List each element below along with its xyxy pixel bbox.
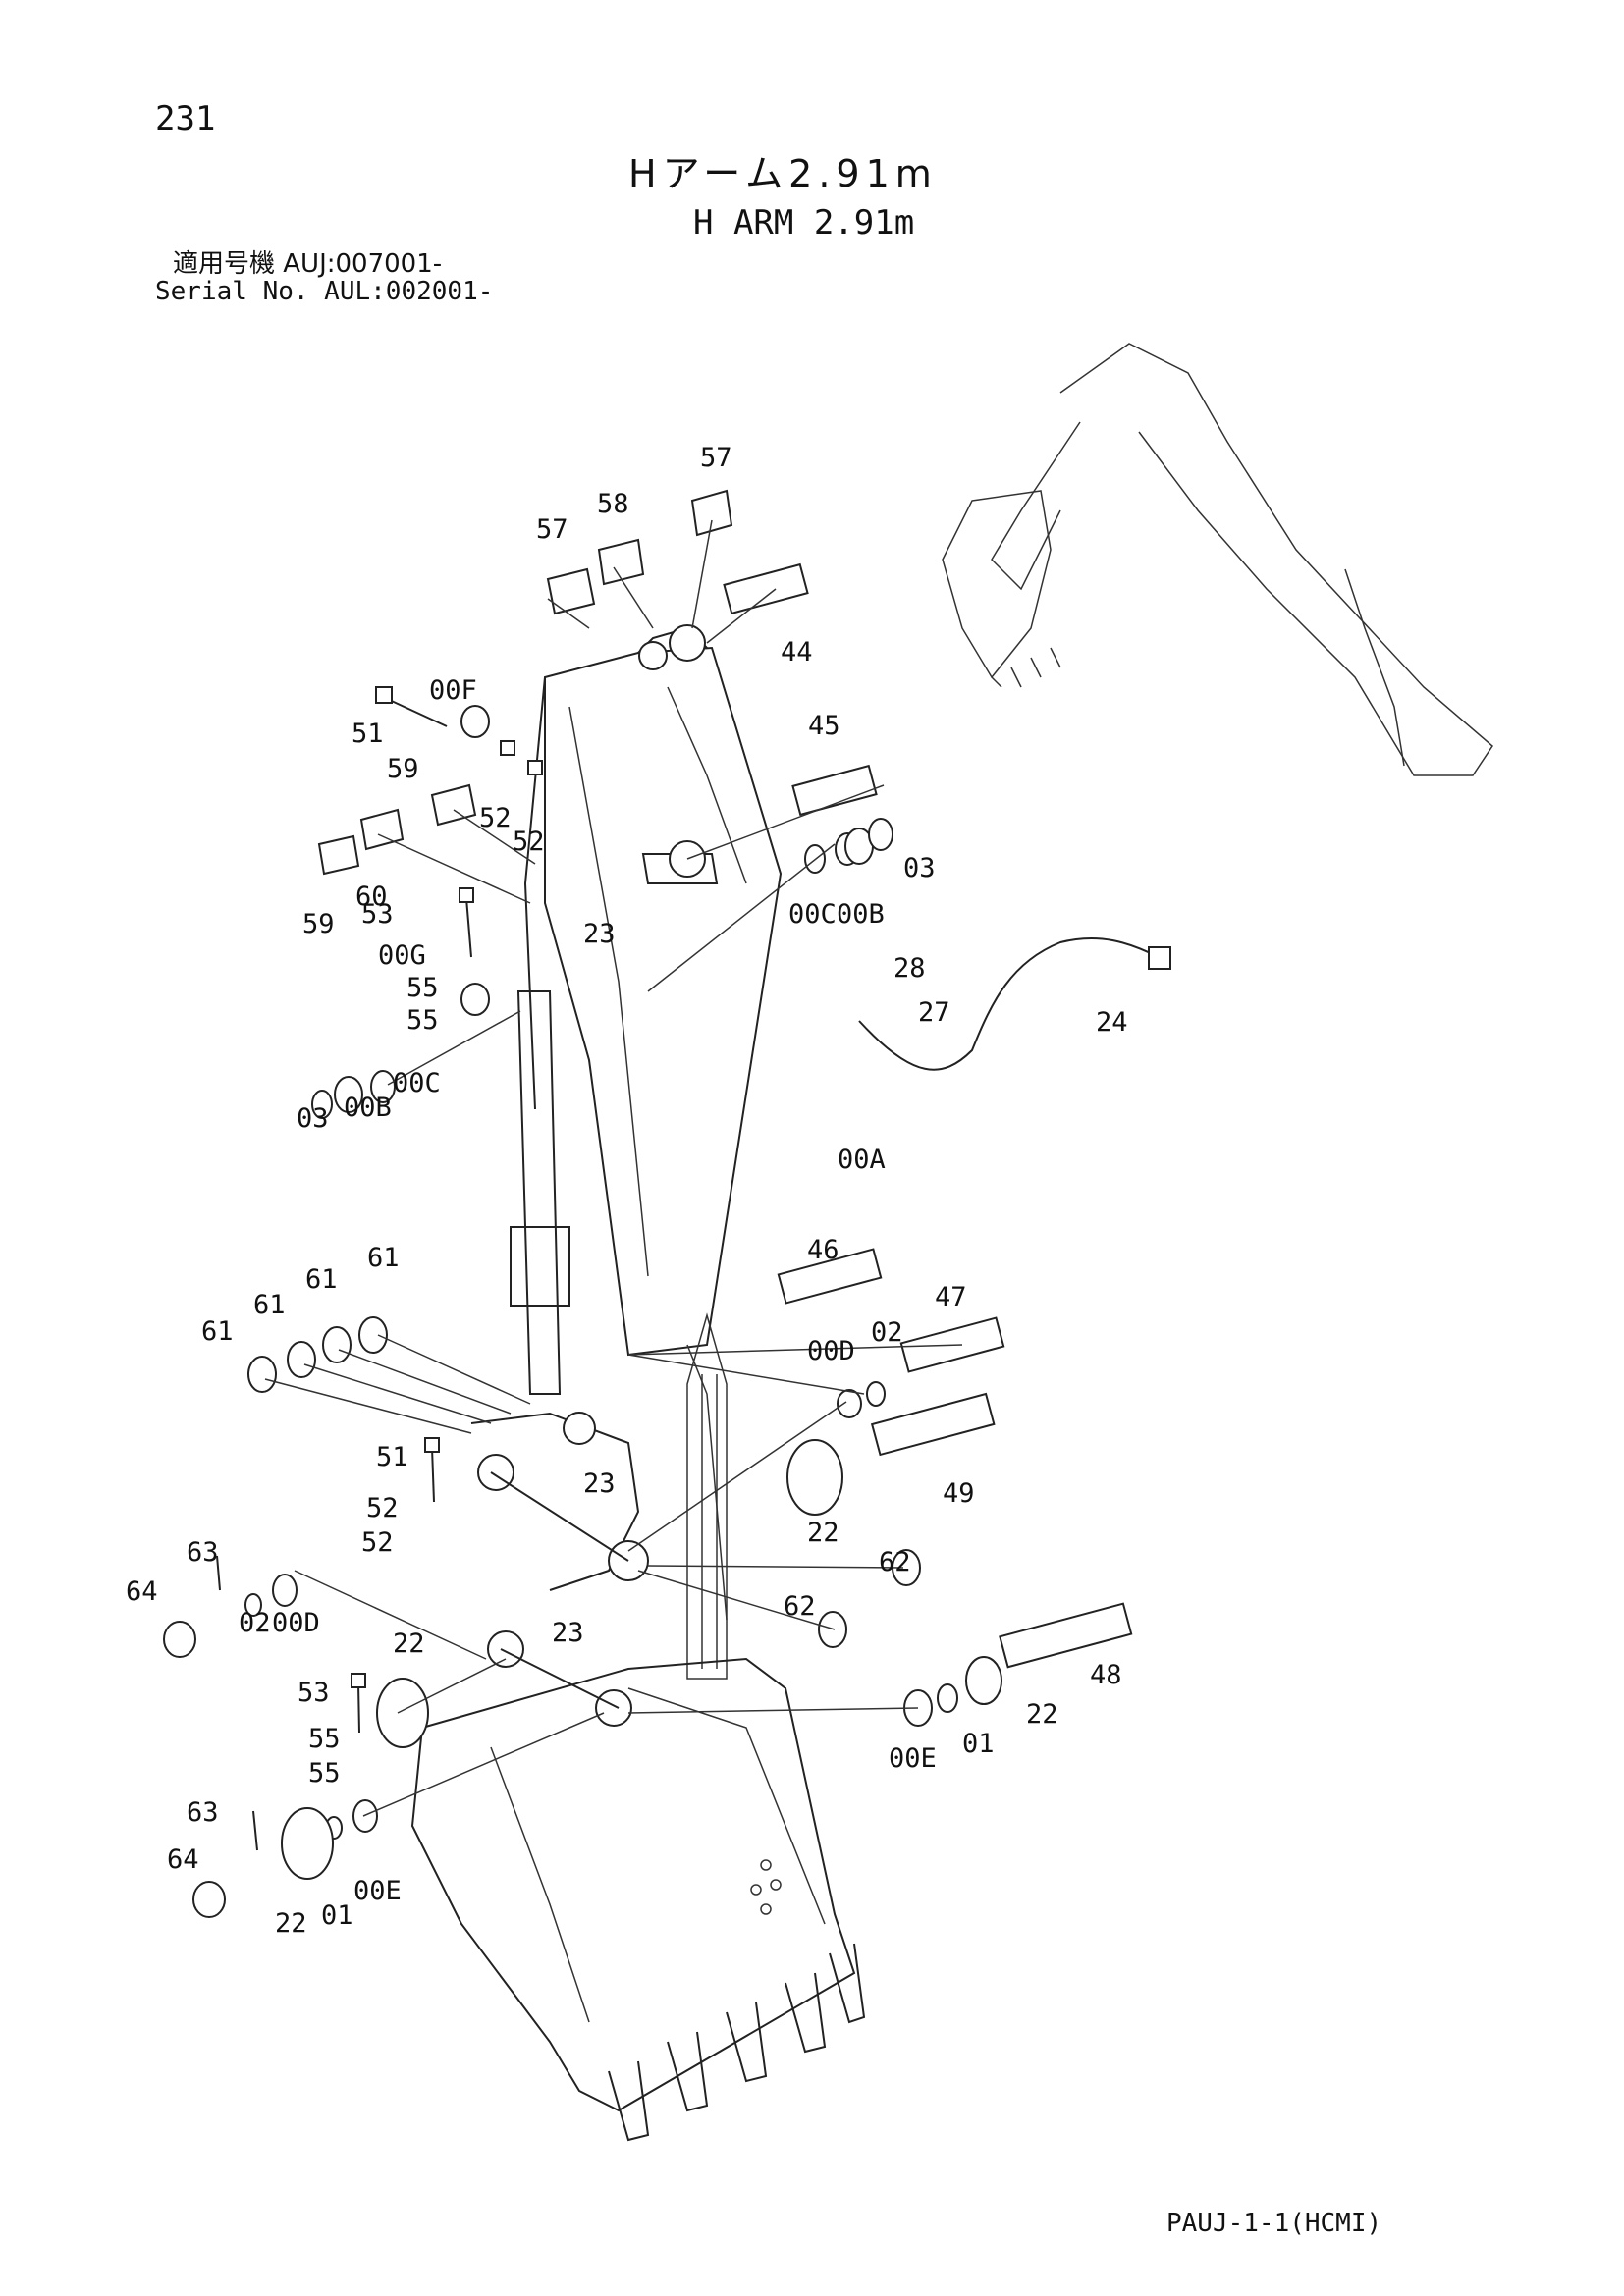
serial-range-japanese: 適用号機 AUJ:007001- — [173, 249, 443, 279]
callout-59: 59 — [302, 909, 335, 939]
callout-63: 63 — [187, 1797, 219, 1828]
callout-52: 52 — [513, 827, 545, 857]
callout-55: 55 — [406, 1005, 439, 1036]
callout-57: 57 — [700, 443, 732, 473]
inset-boom-drawing — [942, 343, 1493, 776]
footer-code: PAUJ-1-1(HCMI) — [1166, 2209, 1382, 2238]
callout-00C: 00C — [393, 1068, 441, 1098]
callout-labels: 57 58 57 44 00F 51 52 52 59 59 60 45 00C… — [126, 443, 1128, 1939]
hydraulic-hose — [858, 936, 1171, 1071]
pins — [723, 562, 1133, 1669]
callout-44: 44 — [781, 637, 813, 667]
title-english: H ARM 2.91m — [693, 203, 915, 242]
callout-62: 62 — [784, 1591, 816, 1622]
callout-03: 03 — [903, 853, 936, 883]
callout-23: 23 — [583, 1468, 616, 1499]
callout-46: 46 — [807, 1235, 839, 1265]
callout-01: 01 — [321, 1900, 353, 1931]
callout-62: 62 — [879, 1547, 911, 1577]
callout-22: 22 — [807, 1518, 839, 1548]
page-number: 231 — [155, 99, 216, 138]
rings-and-seals — [163, 705, 1002, 1918]
callout-23: 23 — [583, 919, 616, 949]
callout-01: 01 — [962, 1729, 995, 1759]
arm-body — [470, 624, 783, 1727]
callout-28: 28 — [893, 953, 926, 984]
callout-47: 47 — [935, 1282, 967, 1312]
leader-lines — [264, 519, 963, 1817]
callout-00E: 00E — [889, 1743, 937, 1774]
callout-60: 60 — [355, 881, 388, 912]
bolts-and-nuts — [216, 686, 543, 1851]
callout-23: 23 — [552, 1618, 584, 1648]
callout-00E: 00E — [353, 1876, 402, 1906]
callout-22: 22 — [393, 1629, 425, 1659]
bucket-teeth — [608, 1943, 866, 2142]
callout-61: 61 — [201, 1316, 234, 1347]
callout-64: 64 — [126, 1576, 158, 1607]
callout-00D: 00D — [807, 1336, 855, 1366]
callout-48: 48 — [1090, 1660, 1122, 1690]
callout-00B: 00B — [837, 899, 885, 930]
callout-00A: 00A — [838, 1145, 886, 1175]
callout-27: 27 — [918, 997, 950, 1028]
callout-55: 55 — [406, 973, 439, 1003]
callout-00C: 00C — [788, 899, 837, 930]
callout-02: 02 — [871, 1317, 903, 1348]
callout-57: 57 — [536, 514, 568, 545]
callout-52: 52 — [361, 1527, 394, 1558]
callout-59: 59 — [387, 754, 419, 784]
callout-61: 61 — [305, 1264, 338, 1295]
callout-51: 51 — [376, 1442, 408, 1472]
callout-51: 51 — [352, 719, 384, 749]
callout-22: 22 — [1026, 1699, 1058, 1730]
callout-22: 22 — [275, 1908, 307, 1939]
shims — [317, 489, 733, 876]
callout-49: 49 — [943, 1478, 975, 1509]
callout-53: 53 — [298, 1678, 330, 1708]
callout-00B: 00B — [344, 1093, 392, 1123]
title-japanese: Hアーム2.91m — [628, 152, 938, 195]
callout-55: 55 — [308, 1724, 341, 1754]
serial-range-english: Serial No. AUL:002001- — [155, 277, 494, 306]
callout-61: 61 — [367, 1243, 400, 1273]
callout-45: 45 — [808, 711, 840, 741]
callout-00G: 00G — [378, 940, 426, 971]
callout-02: 02 — [239, 1608, 271, 1638]
callout-52: 52 — [479, 803, 512, 833]
callout-00F: 00F — [429, 675, 477, 706]
callout-61: 61 — [253, 1290, 286, 1320]
callout-00D: 00D — [272, 1608, 320, 1638]
callout-63: 63 — [187, 1537, 219, 1568]
callout-58: 58 — [597, 489, 629, 519]
callout-52: 52 — [366, 1493, 399, 1523]
callout-24: 24 — [1096, 1007, 1128, 1038]
callout-64: 64 — [167, 1844, 199, 1875]
callout-55: 55 — [308, 1758, 341, 1789]
bucket — [410, 1657, 866, 2142]
callout-53: 53 — [361, 899, 394, 930]
callout-03: 03 — [297, 1103, 329, 1134]
